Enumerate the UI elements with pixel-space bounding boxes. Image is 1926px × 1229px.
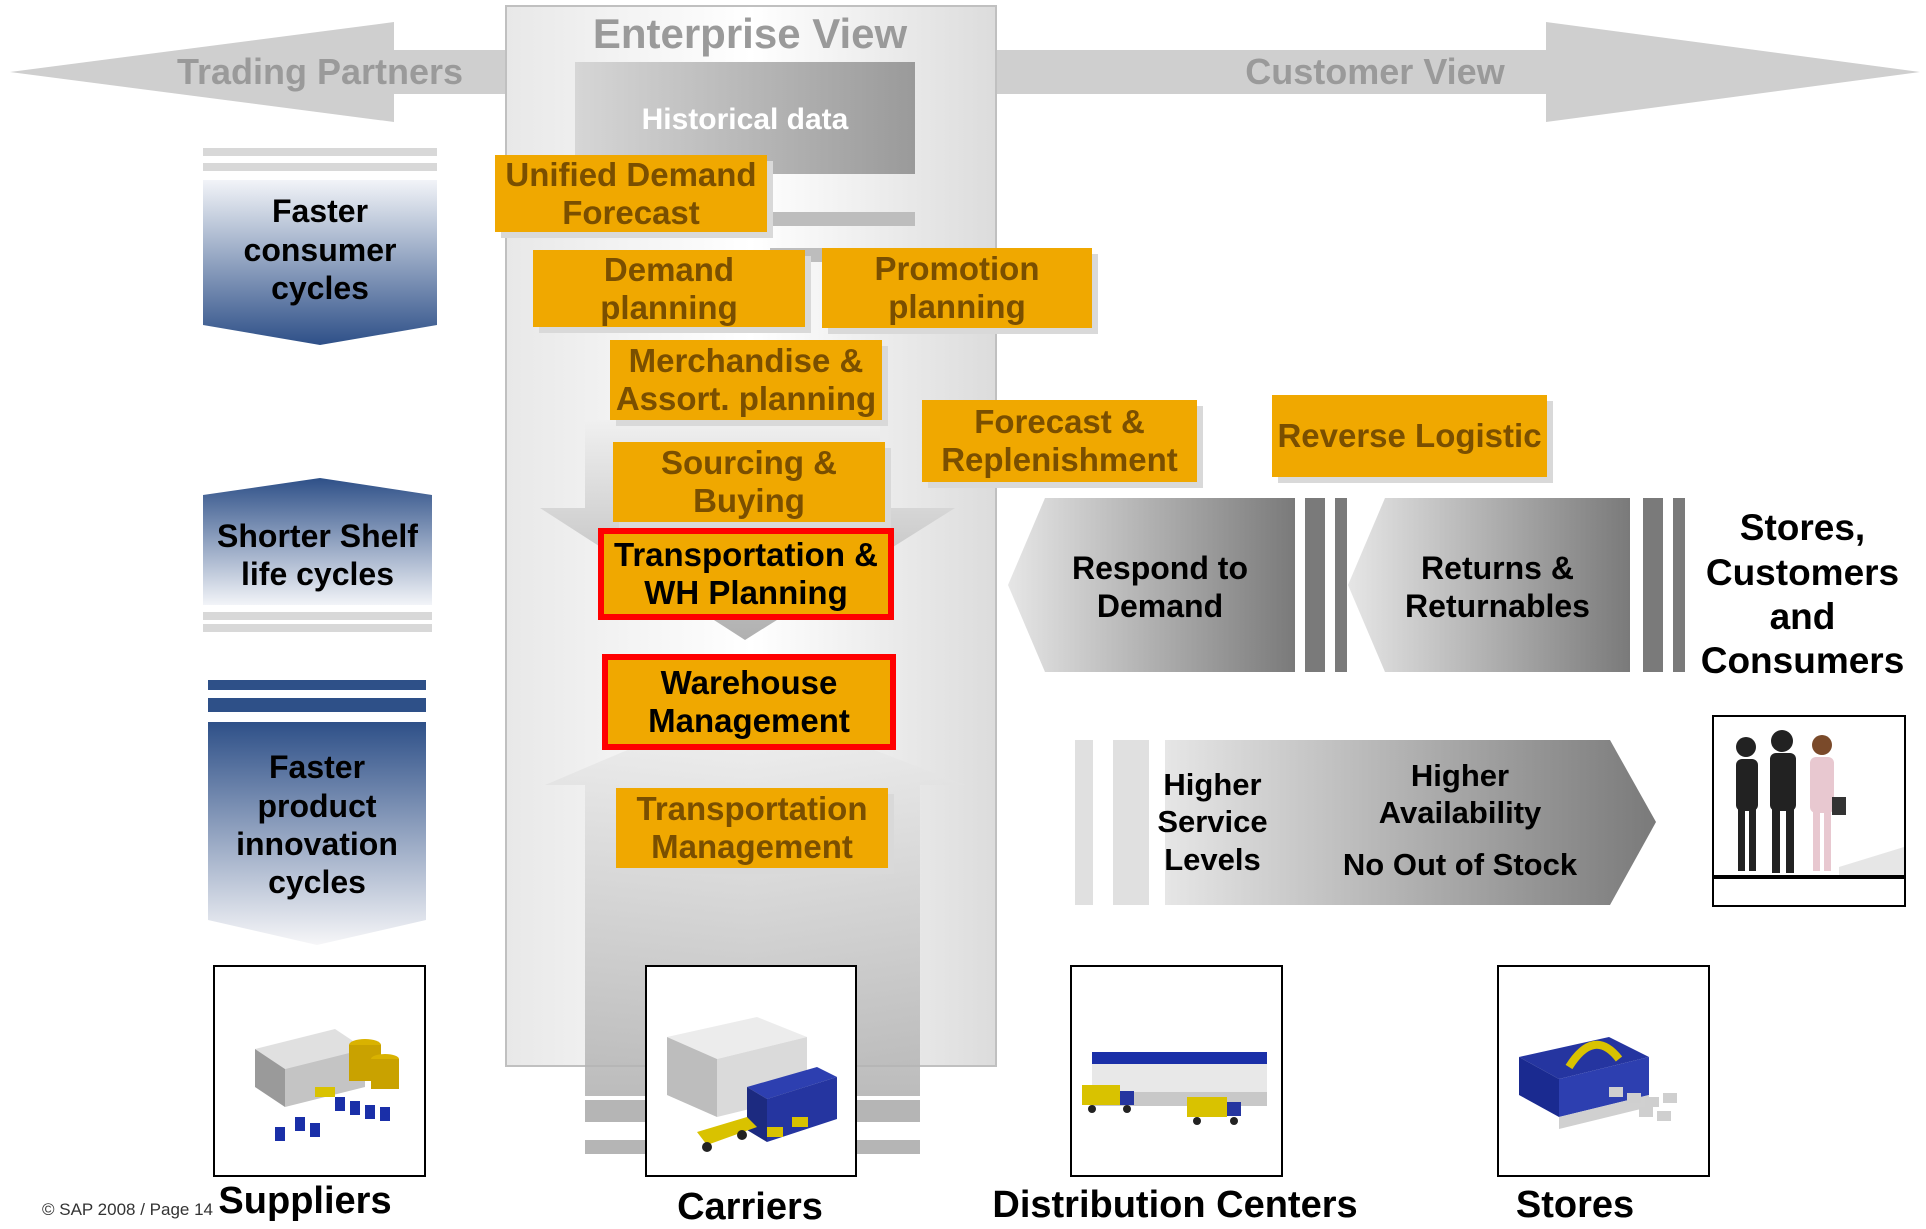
consumers-picture xyxy=(1712,715,1906,907)
shorter-shelf-life-label: Shorter Shelf life cycles xyxy=(217,517,418,592)
customer-view-label: Customer View xyxy=(1245,51,1505,93)
enterprise-view-title: Enterprise View xyxy=(592,9,908,57)
demand-planning-label: Demand planning xyxy=(600,250,738,326)
copyright-footer: © SAP 2008 / Page 14 xyxy=(42,1200,214,1219)
promotion-planning-box: Promotion planning xyxy=(822,248,1092,328)
distribution-centers-picture xyxy=(1070,965,1283,1177)
factory-icon xyxy=(255,1029,399,1141)
demand-planning-box: Demand planning xyxy=(533,250,805,327)
warehouse-truck-icon xyxy=(667,1017,837,1152)
stores-customers-consumers-label: Stores, Customers and Consumers xyxy=(1700,507,1905,682)
unified-demand-forecast-label: Unified Demand Forecast xyxy=(505,155,757,231)
sourcing-buying-box: Sourcing & Buying xyxy=(613,442,885,522)
store-building-icon xyxy=(1519,1037,1677,1129)
distribution-center-icon xyxy=(1082,1052,1267,1125)
unified-demand-forecast-box: Unified Demand Forecast xyxy=(495,155,767,232)
distribution-centers-caption: Distribution Centers xyxy=(992,1184,1358,1226)
returns-returnables-label: Returns & Returnables xyxy=(1405,549,1590,624)
warehouse-management-label: Warehouse Management xyxy=(648,664,850,739)
transportation-wh-planning-label: Transportation & WH Planning xyxy=(613,536,879,611)
suppliers-picture xyxy=(213,965,426,1177)
transportation-management-label: Transportation Management xyxy=(636,790,868,865)
respond-to-demand-label: Respond to Demand xyxy=(1072,549,1248,624)
suppliers-caption: Suppliers xyxy=(218,1180,392,1222)
transportation-management-box: Transportation Management xyxy=(616,788,888,868)
higher-service-levels-label: Higher Service Levels xyxy=(1157,767,1268,877)
promotion-planning-label: Promotion planning xyxy=(874,250,1040,325)
transportation-wh-planning-box: Transportation & WH Planning xyxy=(598,528,894,620)
reverse-logistic-box: Reverse Logistic xyxy=(1272,395,1547,477)
stores-caption: Stores xyxy=(1515,1184,1635,1226)
trading-partners-label: Trading Partners xyxy=(176,51,464,93)
sourcing-buying-label: Sourcing & Buying xyxy=(660,444,837,519)
merchandise-assort-label: Merchandise & Assort. planning xyxy=(615,342,877,417)
merchandise-assort-box: Merchandise & Assort. planning xyxy=(610,340,882,420)
people-icon xyxy=(1714,730,1904,879)
stores-picture xyxy=(1497,965,1710,1177)
warehouse-management-box: Warehouse Management xyxy=(602,654,896,750)
no-out-of-stock-label: No Out of Stock xyxy=(1342,847,1578,883)
forecast-replenishment-box: Forecast & Replenishment xyxy=(922,400,1197,482)
faster-product-innovation-label: Faster product innovation cycles xyxy=(236,749,398,901)
forecast-replenishment-label: Forecast & Replenishment xyxy=(941,403,1178,478)
reverse-logistic-label: Reverse Logistic xyxy=(1277,417,1542,455)
carriers-caption: Carriers xyxy=(677,1186,823,1228)
historical-data-label: Historical data xyxy=(641,103,849,136)
faster-consumer-cycles-label: Faster consumer cycles xyxy=(243,193,397,307)
higher-availability-label: Higher Availability xyxy=(1378,757,1542,830)
carriers-picture xyxy=(645,965,857,1177)
